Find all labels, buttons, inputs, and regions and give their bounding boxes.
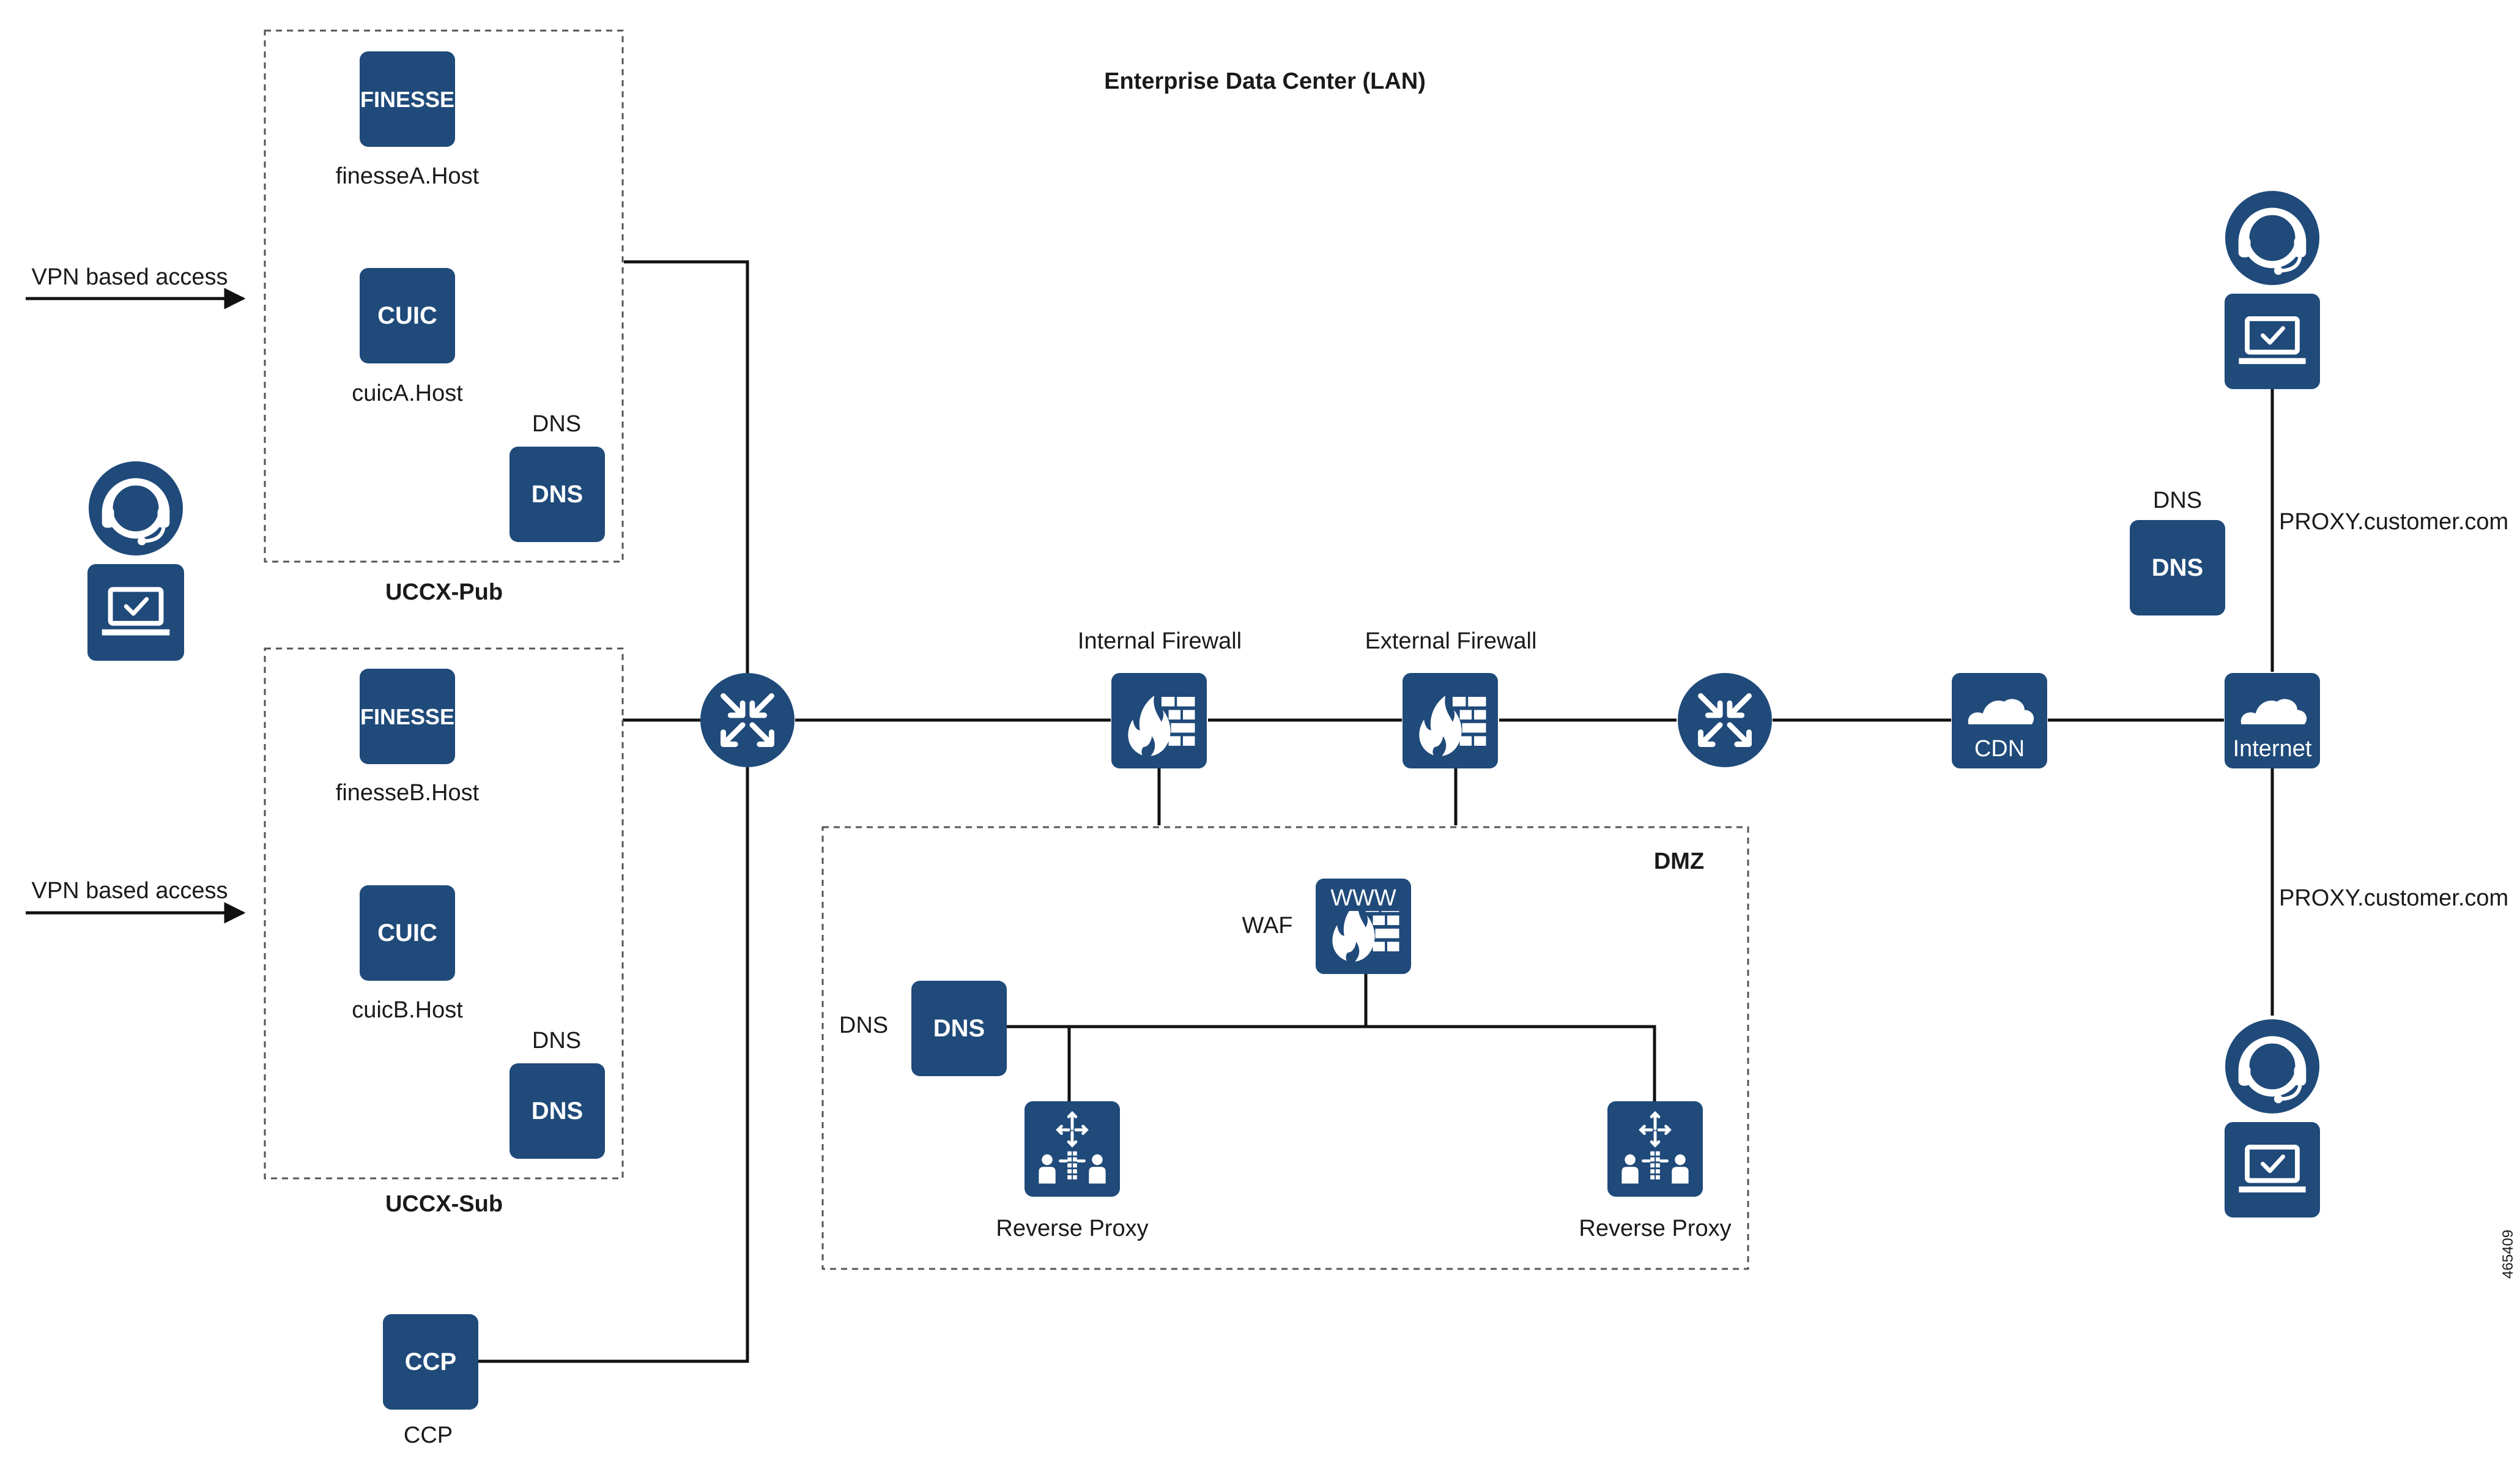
finesse-b-host: finesseB.Host: [336, 780, 480, 806]
dmz-dns-icon-text: DNS: [933, 1015, 985, 1042]
dmz-dns-label: DNS: [839, 1013, 888, 1038]
uccx-pub-label: UCCX-Pub: [385, 579, 503, 605]
sub-dns-label: DNS: [532, 1028, 581, 1054]
dmz-box: [821, 826, 1749, 1270]
reverse-proxy-icon[interactable]: [1607, 1101, 1703, 1197]
uccx-pub-box: [264, 29, 624, 563]
proxy-top-label: PROXY.customer.com: [2279, 509, 2508, 535]
headset-icon: [2225, 191, 2319, 285]
pub-dns-label: DNS: [532, 411, 581, 437]
laptop-icon: [2225, 294, 2320, 389]
waf-label: WAF: [1242, 913, 1292, 939]
vpn-access-bottom: VPN based access: [26, 878, 246, 924]
uccx-sub-box: [264, 647, 624, 1180]
laptop-icon: [2225, 1122, 2320, 1218]
vpn-access-bottom-label: VPN based access: [31, 878, 228, 904]
router-icon[interactable]: [700, 673, 795, 767]
cdn-label: CDN: [1974, 736, 2025, 762]
reverse-proxy-left-label: Reverse Proxy: [996, 1216, 1148, 1241]
proxy-bottom-label: PROXY.customer.com: [2279, 885, 2508, 911]
ccp-label: CCP: [404, 1422, 453, 1448]
vpn-access-top: VPN based access: [26, 264, 246, 310]
cloud-dns-node[interactable]: DNS: [2130, 520, 2225, 615]
headset-icon: [2225, 1019, 2319, 1113]
cloud-dns-label: DNS: [2153, 488, 2202, 513]
diagram-title: Enterprise Data Center (LAN): [1104, 69, 1426, 94]
headset-icon: [89, 461, 183, 556]
cuic-b-node[interactable]: CUIC: [360, 885, 455, 981]
uccx-sub-label: UCCX-Sub: [385, 1191, 503, 1217]
cuic-a-host: cuicA.Host: [352, 381, 463, 406]
cuic-a-icon-text: CUIC: [377, 302, 437, 329]
laptop-icon: [87, 564, 184, 661]
cuic-b-host: cuicB.Host: [352, 997, 463, 1023]
vpn-access-top-label: VPN based access: [31, 264, 228, 290]
cuic-b-icon-text: CUIC: [377, 920, 437, 946]
dmz-label: DMZ: [1654, 849, 1704, 874]
pub-dns-icon-text: DNS: [532, 481, 583, 508]
internet-label: Internet: [2233, 736, 2312, 762]
connection-lines: [478, 260, 2274, 1363]
dmz-dns-node[interactable]: DNS: [911, 981, 1007, 1076]
waf-node[interactable]: WWW: [1316, 879, 1411, 974]
figure-id: 465409: [2500, 1230, 2516, 1279]
cuic-a-node[interactable]: CUIC: [360, 268, 455, 363]
finesse-a-icon-text: FINESSE: [360, 87, 454, 112]
cloud-dns-icon-text: DNS: [2152, 554, 2203, 581]
waf-icon-text: WWW: [1330, 885, 1396, 911]
pub-dns-node[interactable]: DNS: [510, 447, 605, 542]
router-icon[interactable]: [1678, 673, 1772, 767]
internet-node[interactable]: Internet: [2225, 673, 2320, 768]
finesse-a-host: finesseA.Host: [336, 163, 480, 189]
reverse-proxy-right-label: Reverse Proxy: [1579, 1216, 1731, 1241]
finesse-b-icon-text: FINESSE: [360, 704, 454, 729]
internal-firewall-label: Internal Firewall: [1078, 628, 1242, 654]
ccp-icon-text: CCP: [405, 1348, 456, 1375]
sub-dns-icon-text: DNS: [532, 1098, 583, 1125]
finesse-b-node[interactable]: FINESSE: [360, 669, 455, 764]
finesse-a-node[interactable]: FINESSE: [360, 51, 455, 147]
reverse-proxy-icon[interactable]: [1025, 1101, 1120, 1197]
external-firewall-label: External Firewall: [1365, 628, 1537, 654]
ccp-node[interactable]: CCP: [383, 1314, 478, 1410]
firewall-icon[interactable]: [1111, 673, 1207, 768]
sub-dns-node[interactable]: DNS: [510, 1063, 605, 1159]
firewall-icon[interactable]: [1403, 673, 1498, 768]
cdn-node[interactable]: CDN: [1952, 673, 2047, 768]
